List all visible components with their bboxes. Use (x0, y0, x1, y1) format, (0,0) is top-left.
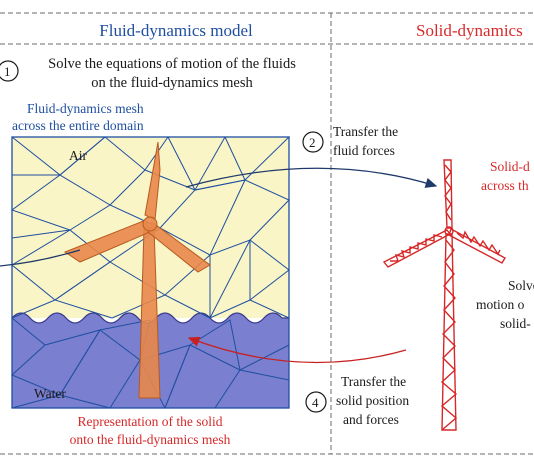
air-label: Air (69, 148, 88, 163)
representation-label-line-2: onto the fluid-dynamics mesh (70, 432, 231, 447)
solid-blade-right-lattice (456, 230, 501, 256)
mesh-label-line-2: across the entire domain (12, 118, 144, 133)
incoming-arrow-stub (0, 249, 81, 267)
solid-blade-left-lattice (390, 234, 443, 262)
mesh-line (59, 136, 106, 176)
step-4-number: 4 (312, 395, 319, 410)
mesh-line (167, 136, 246, 191)
step-1-circle (0, 60, 19, 82)
step-4-line-3: and forces (343, 412, 399, 427)
solid-blade-up (443, 159, 453, 229)
step-2-line-2: fluid forces (333, 143, 395, 158)
step-2-circle (302, 131, 324, 153)
mesh-line (239, 369, 290, 381)
step-3-line-1: Solve (508, 278, 534, 293)
mesh-line (164, 344, 191, 409)
solid-blade-right (448, 227, 506, 264)
mesh-line (189, 319, 290, 371)
mesh-label-line-1: Fluid-dynamics mesh (27, 101, 144, 116)
solid-model-header: Solid-dynamics (416, 21, 523, 40)
representation-label-line-1: Representation of the solid (77, 414, 222, 429)
step-1-line-2: on the fluid-dynamics mesh (91, 75, 253, 91)
solid-mesh-label-line-1: Solid-d (490, 159, 530, 174)
turbine-representation (63, 141, 211, 399)
step-1-number: 1 (4, 64, 11, 79)
mesh-line (209, 240, 251, 319)
mesh-line (59, 329, 101, 396)
turbine-hub (142, 216, 158, 232)
solid-blade-up-lattice (444, 164, 452, 221)
solid-turbine-mesh (382, 159, 506, 431)
domain-outline (11, 136, 290, 409)
fluid-model-header: Fluid-dynamics model (99, 21, 253, 40)
mesh-line (105, 136, 211, 319)
water-label: Water (34, 386, 66, 401)
fluid-domain (10, 136, 291, 409)
solid-tower-lattice (440, 239, 458, 431)
step-4-line-2: solid position (336, 393, 409, 408)
mesh-line (54, 261, 111, 301)
step-1-line-1: Solve the equations of motion of the flu… (48, 56, 296, 72)
transfer-forces-arrow (185, 167, 438, 188)
mesh-line (225, 136, 291, 319)
section-frames (0, 12, 534, 455)
solid-hub (444, 226, 454, 236)
step-2-line-1: Transfer the (333, 124, 398, 139)
step-3-line-3: solid- (500, 316, 531, 331)
step-4-circle (305, 391, 327, 413)
step-2-number: 2 (309, 135, 316, 150)
step-3-line-2: motion o (476, 297, 525, 312)
transfer-position-arrow (187, 336, 407, 364)
mesh-line (11, 229, 71, 239)
solid-mesh-label-line-2: across th (481, 178, 529, 193)
step-4-line-1: Transfer the (341, 374, 406, 389)
